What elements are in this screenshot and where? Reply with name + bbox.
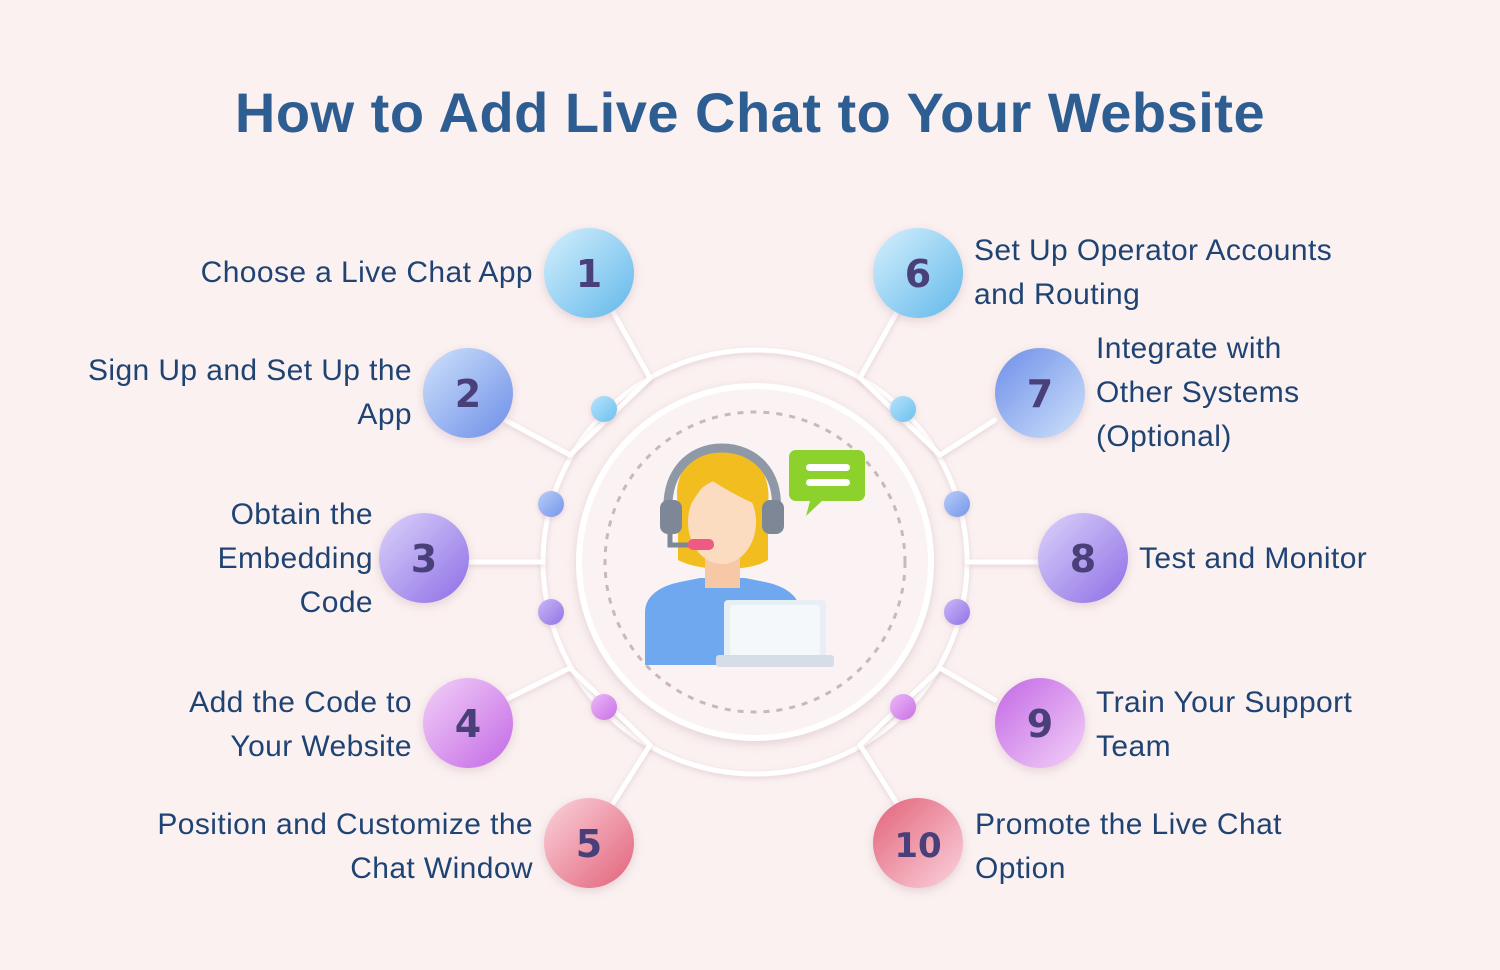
step-3-label: Obtain the Embedding Code — [217, 498, 373, 619]
ring-dot — [890, 396, 916, 422]
step-3-number: 3 — [411, 537, 437, 581]
step-2-label: Sign Up and Set Up the App — [87, 354, 412, 431]
connectors — [465, 307, 1043, 808]
step-6-label: Set Up Operator Accounts and Routing — [974, 234, 1333, 311]
step-6-number: 6 — [905, 252, 931, 296]
step-10-number: 10 — [894, 826, 941, 866]
step-5-label: Position and Customize the Chat Window — [157, 808, 533, 885]
ring-dot — [944, 599, 970, 625]
step-8-number: 8 — [1070, 537, 1096, 581]
step-2-number: 2 — [455, 372, 481, 416]
ring-dot — [890, 694, 916, 720]
step-10-label: Promote the Live Chat Option — [975, 808, 1282, 885]
page-title: How to Add Live Chat to Your Website — [234, 81, 1266, 144]
step-1-number: 1 — [576, 252, 602, 296]
step-9-number: 9 — [1027, 702, 1053, 746]
step-8-badge: 8 — [1038, 513, 1128, 603]
step-7-badge: 7 — [995, 348, 1085, 438]
step-9-label: Train Your Support Team — [1096, 686, 1353, 763]
step-7-label: Integrate with Other Systems (Optional) — [1096, 332, 1300, 453]
step-5-number: 5 — [576, 822, 602, 866]
ring-dot — [944, 491, 970, 517]
step-4-label: Add the Code to Your Website — [189, 686, 412, 763]
step-5-badge: 5 — [544, 798, 634, 888]
step-9-badge: 9 — [995, 678, 1085, 768]
step-4-number: 4 — [455, 702, 481, 746]
customer-support-agent-icon — [645, 443, 865, 667]
dashed-ring — [603, 410, 907, 714]
ring-dot — [538, 491, 564, 517]
step-8-label: Test and Monitor — [1139, 542, 1368, 575]
step-2-badge: 2 — [423, 348, 513, 438]
ring-dots — [538, 396, 970, 720]
ring-dot — [591, 396, 617, 422]
step-10-badge: 10 — [873, 798, 963, 888]
step-1-label: Choose a Live Chat App — [200, 256, 533, 289]
ring-dot — [591, 694, 617, 720]
step-1-badge: 1 — [544, 228, 634, 318]
step-3-badge: 3 — [379, 513, 469, 603]
step-7-number: 7 — [1027, 372, 1053, 416]
ring-dot — [538, 599, 564, 625]
step-4-badge: 4 — [423, 678, 513, 768]
step-6-badge: 6 — [873, 228, 963, 318]
